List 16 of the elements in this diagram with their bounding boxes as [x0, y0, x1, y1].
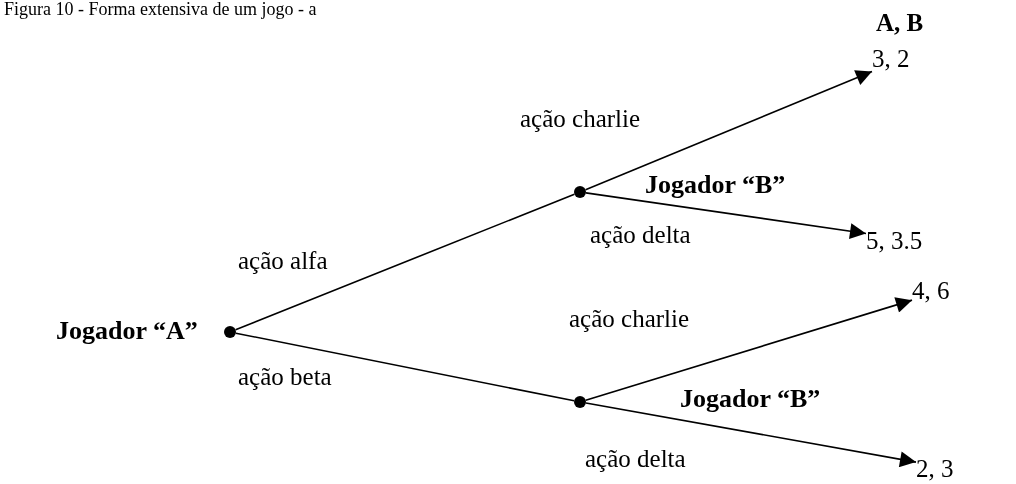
payoff-header: A, B	[876, 10, 924, 35]
arrow	[584, 70, 873, 191]
player-label: Jogador “A”	[56, 318, 198, 344]
arrow	[585, 192, 867, 240]
payoff-text: 2, 3	[916, 454, 982, 482]
edge-label: ação alfa	[238, 248, 328, 273]
arrow	[584, 297, 913, 402]
payoff-text: 5, 3.5	[866, 226, 956, 254]
arrow	[585, 402, 917, 468]
payoff-text: 3, 2	[872, 44, 938, 72]
figure-title: Figura 10 - Forma extensiva de um jogo - a	[4, 0, 317, 18]
payoff-text: 4, 6	[912, 276, 978, 304]
branch-line	[235, 332, 575, 402]
player-label: Jogador “B”	[680, 386, 821, 412]
branch-line	[234, 193, 576, 331]
player-label: Jogador “B”	[645, 172, 786, 198]
